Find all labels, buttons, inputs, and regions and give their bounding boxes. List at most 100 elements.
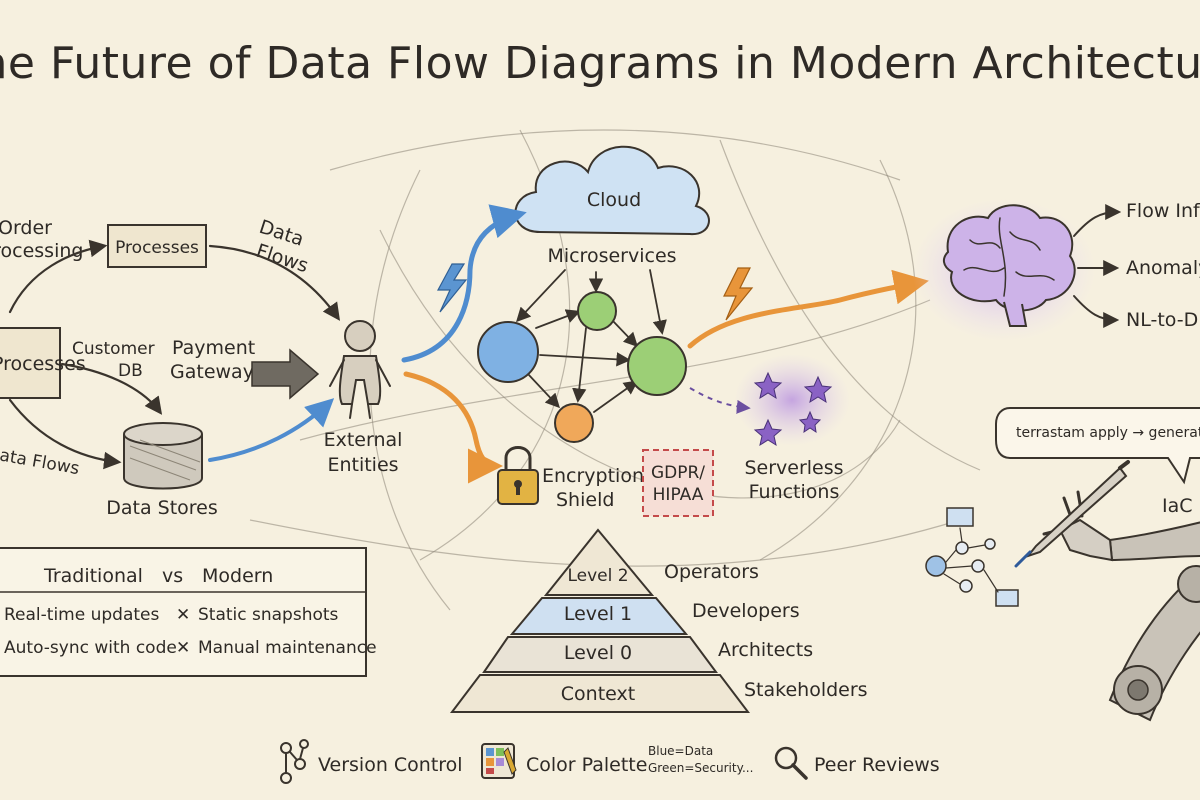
comparison-modern-1: Real-time updates	[4, 605, 159, 625]
service-node-orange	[554, 403, 594, 443]
comparison-modern-2: Auto-sync with code	[4, 638, 177, 658]
brain-icon	[912, 198, 1096, 342]
mini-graph	[925, 507, 1019, 607]
big-arrow-to-entity	[251, 348, 320, 400]
processes-box-label: Processes	[115, 238, 199, 258]
x-mark-icon: ✕	[176, 638, 190, 658]
serverless-label-1: Serverless	[744, 457, 843, 479]
comparison-traditional-1: Static snapshots	[198, 605, 339, 625]
audience-stakeholders: Stakeholders	[744, 679, 868, 701]
arrow-to-serverless	[689, 387, 751, 414]
ms-edge	[572, 327, 587, 403]
comparison-traditional-2: Manual maintenance	[198, 638, 377, 658]
processes-box	[107, 224, 207, 268]
serverless-cluster	[734, 354, 850, 447]
ms-edge	[516, 269, 566, 323]
arrow-to-customer-db	[60, 362, 163, 415]
arrow-nl-to-dfd	[1073, 295, 1120, 328]
iac-group: terrastam apply → generate IaC	[925, 407, 1200, 722]
external-entities-label-2: Entities	[327, 454, 398, 476]
arrow-flow-inference	[1073, 204, 1122, 237]
microservices-label: Microservices	[547, 245, 676, 267]
ms-edge	[535, 309, 581, 329]
comparison-frame	[0, 547, 367, 677]
pyramid-level-0	[482, 636, 718, 673]
git-branch-icon	[280, 739, 309, 784]
gdpr-frame	[642, 449, 714, 517]
processes-left-box	[0, 327, 61, 399]
robot-arm-icon	[1014, 460, 1200, 722]
footer-version-control: Version Control	[318, 754, 463, 776]
ai-capabilities-list: Flow Inference Anomaly Detection NL-to-D…	[1073, 200, 1200, 331]
page-title: The Future of Data Flow Diagrams in Mode…	[0, 38, 1200, 89]
ms-edge	[539, 352, 631, 367]
star-icon	[753, 418, 783, 447]
gdpr-badge: GDPR/ HIPAA	[642, 449, 714, 517]
speech-bubble	[995, 407, 1200, 485]
cloud-icon	[514, 145, 710, 236]
customer-db-label-2: DB	[118, 361, 143, 381]
lightning-icon	[436, 263, 468, 313]
processes-left-label: Processes	[0, 353, 86, 375]
pyramid-level-1	[509, 597, 689, 635]
footer-peer-reviews: Peer Reviews	[814, 754, 940, 776]
gdpr-label-1: GDPR/	[651, 463, 705, 483]
lightning-icon	[723, 267, 754, 321]
x-mark-icon: ✕	[176, 605, 190, 625]
arrow-to-brain	[687, 269, 929, 349]
audience-architects: Architects	[718, 639, 813, 661]
iac-bubble-text: terrastam apply → generate	[1016, 425, 1200, 441]
star-icon	[803, 375, 833, 404]
data-stores-label: Data Stores	[106, 497, 218, 519]
arrow-entity-to-encryption	[403, 371, 503, 484]
pyramid-context-label: Context	[561, 683, 635, 705]
serverless-label-2: Functions	[749, 481, 840, 503]
external-entities-label-1: External	[324, 429, 403, 451]
arrow-stores-to-entity	[208, 398, 335, 462]
service-node-green-small	[577, 291, 617, 331]
arrow-entity-to-cloud	[401, 204, 527, 363]
star-icon	[753, 371, 783, 400]
comparison-table: Traditional vs Modern Real-time updates …	[0, 547, 377, 677]
pyramid-level-2-label: Level 2	[567, 566, 628, 586]
data-flows-top-2: Flows	[253, 240, 310, 277]
payment-gateway-label-2: Gateway	[170, 361, 254, 383]
pyramid-context	[449, 674, 751, 713]
payment-gateway-label-1: Payment	[172, 337, 255, 359]
footer: Version Control Color Palette Blue=Data …	[280, 739, 940, 784]
database-cylinder-icon	[123, 422, 203, 490]
pyramid-level-1-label: Level 1	[564, 603, 632, 625]
arrow-to-data-stores	[8, 398, 122, 470]
gdpr-label-2: HIPAA	[653, 485, 704, 505]
star-icon	[798, 410, 822, 434]
padlock-icon	[497, 446, 539, 505]
ai-item-1: Flow Inference	[1126, 200, 1200, 222]
service-node-blue	[477, 321, 539, 383]
ms-edge	[649, 269, 667, 335]
microservices-graph	[477, 269, 687, 443]
order-processing-label-2: Processing	[0, 240, 83, 262]
pyramid: Level 2 Level 1 Level 0 Context Operator…	[449, 528, 868, 713]
comparison-header-vs: vs	[162, 565, 183, 587]
left-dfd: Order Processing Processes Processes Dat…	[0, 216, 402, 519]
footer-color-palette: Color Palette	[526, 754, 647, 776]
footer-palette-note-2: Green=Security...	[648, 761, 753, 775]
encryption-label-1: Encryption	[542, 465, 644, 487]
ms-edge	[527, 373, 560, 409]
cloud-group: Cloud	[514, 145, 710, 236]
ms-edge	[611, 319, 638, 348]
audience-developers: Developers	[692, 600, 800, 622]
iac-label: IaC	[1162, 495, 1193, 517]
customer-db-label-1: Customer	[72, 339, 155, 359]
ai-item-2: Anomaly Detection	[1126, 257, 1200, 279]
comparison-header-traditional: Traditional	[43, 565, 143, 587]
ai-item-3: NL-to-DFD	[1126, 309, 1200, 331]
pyramid-level-0-label: Level 0	[564, 642, 632, 664]
person-icon	[329, 320, 391, 419]
serverless-glow	[734, 354, 850, 446]
footer-palette-note-1: Blue=Data	[648, 744, 713, 758]
arrow-processes-to-entity	[208, 244, 341, 321]
ms-edge	[593, 380, 639, 413]
order-processing-label-1: Order	[0, 217, 52, 239]
cloud-label: Cloud	[587, 189, 641, 211]
